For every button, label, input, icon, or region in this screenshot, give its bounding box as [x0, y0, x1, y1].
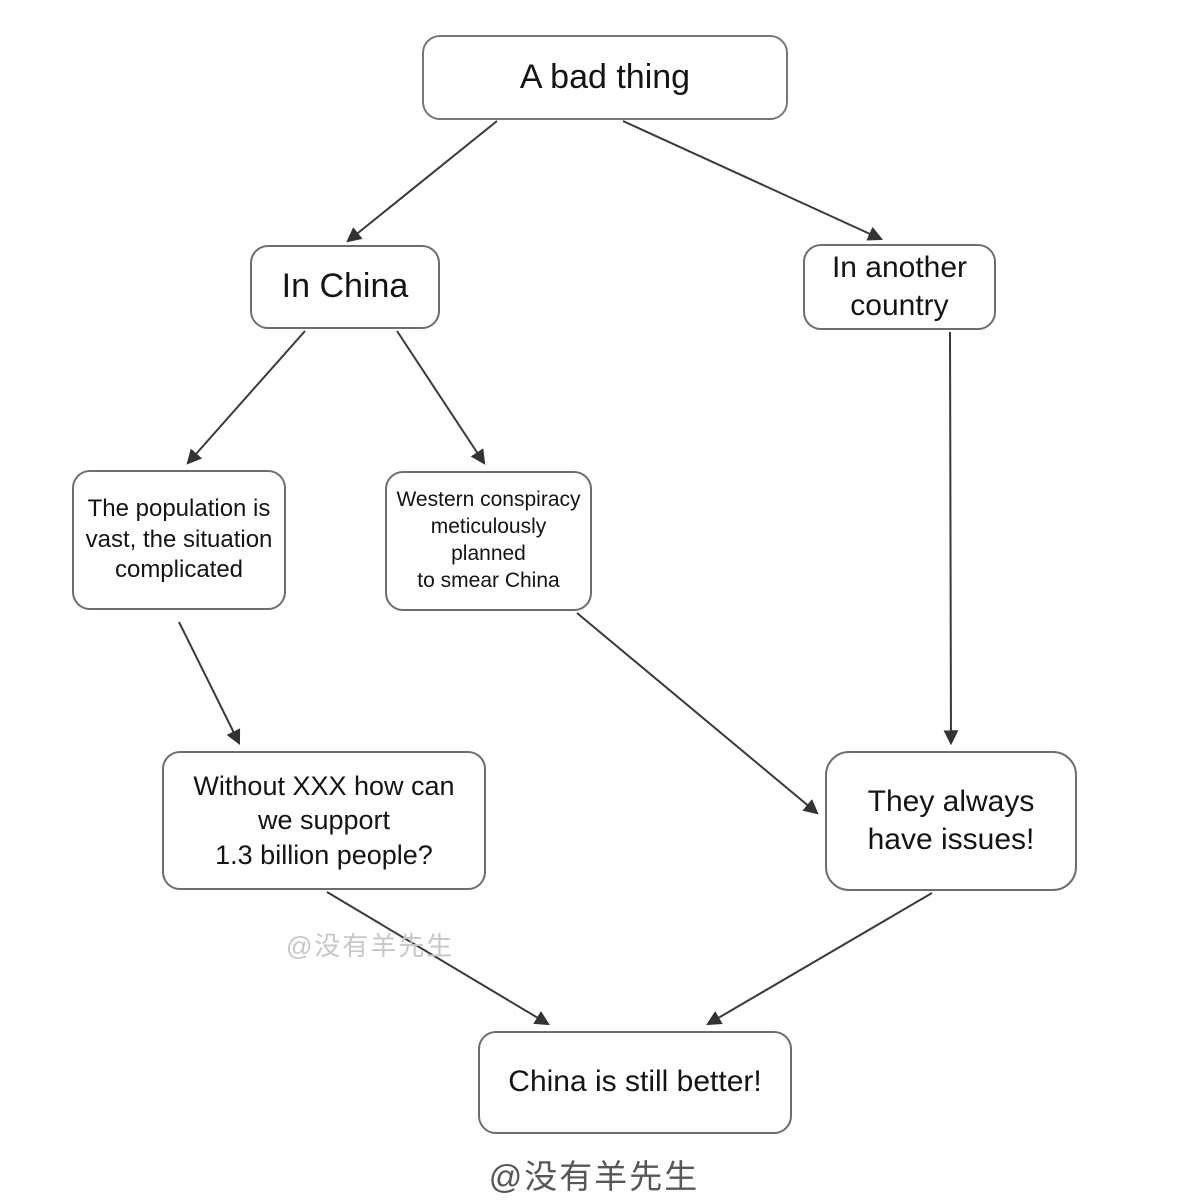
arrow-badthing-to-inchina [346, 120, 498, 243]
node-population-vast-label: The population is vast, the situation co… [85, 494, 273, 584]
node-they-always-have-issues: They always have issues! [825, 751, 1077, 891]
arrow-anothercountry-to-issues [943, 331, 959, 746]
watermark-bottom: @没有羊先生 [488, 1158, 700, 1195]
arrow-issues-to-better [706, 892, 933, 1026]
node-a-bad-thing: A bad thing [422, 35, 788, 120]
arrow-population-to-withoutxxx [178, 621, 241, 746]
node-in-another-country: In another country [803, 244, 996, 330]
watermark-center: @没有羊先生 [286, 931, 455, 961]
node-population-vast: The population is vast, the situation co… [72, 470, 286, 610]
node-western-conspiracy-label: Western conspiracy meticulously planned … [396, 488, 581, 592]
node-western-conspiracy: Western conspiracy meticulously planned … [385, 471, 592, 611]
node-china-is-still-better-label: China is still better! [508, 1065, 762, 1099]
node-in-china: In China [250, 245, 440, 329]
node-in-china-label: In China [281, 267, 409, 306]
node-china-is-still-better: China is still better! [478, 1031, 792, 1134]
arrow-badthing-to-anothercountry [622, 120, 884, 241]
arrow-inchina-to-conspiracy [396, 330, 486, 465]
arrow-conspiracy-to-issues [576, 612, 819, 815]
node-a-bad-thing-label: A bad thing [519, 57, 691, 96]
node-in-another-country-label: In another country [831, 250, 968, 322]
node-without-xxx: Without XXX how can we support 1.3 billi… [162, 751, 486, 890]
node-without-xxx-label: Without XXX how can we support 1.3 billi… [193, 770, 455, 870]
node-they-always-have-issues-label: They always have issues! [867, 784, 1035, 856]
arrow-inchina-to-population [186, 330, 306, 465]
